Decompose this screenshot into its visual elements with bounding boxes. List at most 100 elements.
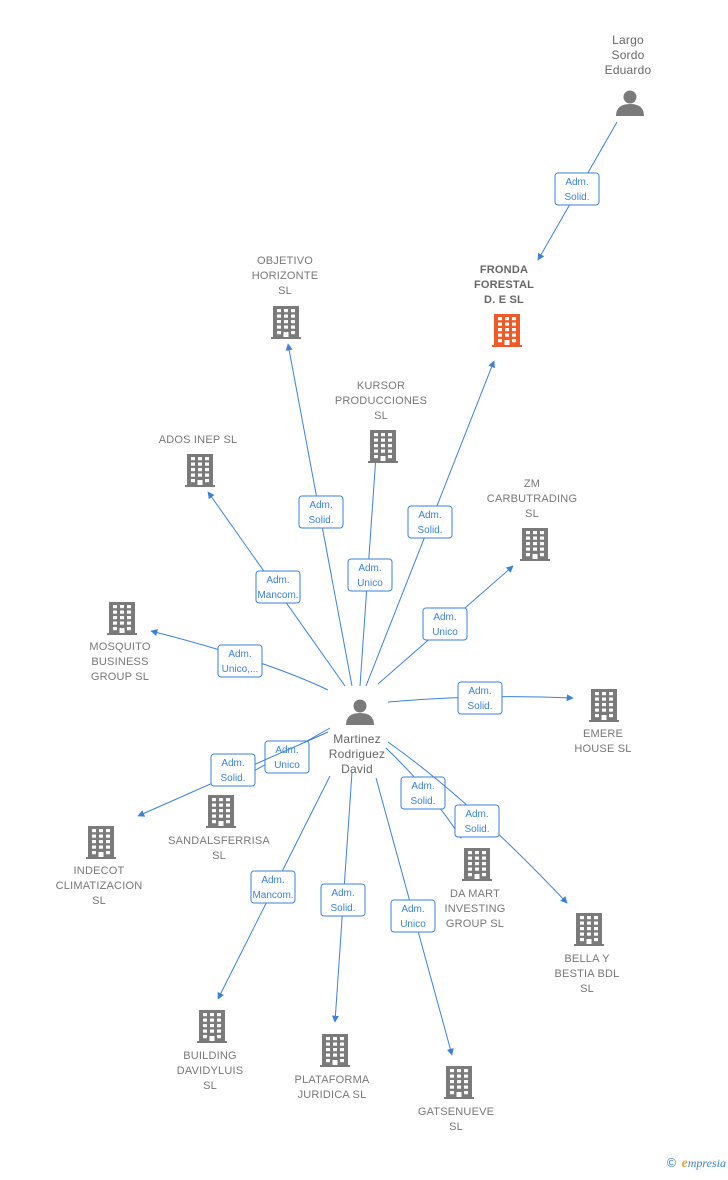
copyright-symbol: © [665,1156,678,1170]
role-label: Adm. [358,563,381,574]
node-label: Martinez [333,732,381,746]
building-icon [320,1034,350,1067]
role-label: Adm. [266,575,289,586]
building-icon [368,430,398,463]
node-fronda[interactable]: FRONDA FORESTAL D. E SL [474,264,534,347]
node-ados[interactable]: ADOS INEP SL [159,434,238,487]
role-box[interactable] [210,753,256,787]
node-label: OBJETIVO [257,255,313,267]
role-label: Adm. [261,875,284,886]
node-label: SL [580,983,594,995]
role-label: Solid. [220,773,245,784]
node-label: Eduardo [605,63,652,77]
role-box[interactable] [407,505,453,539]
node-label: HORIZONTE [252,270,319,282]
role-box[interactable] [454,804,500,838]
role-label: Solid. [330,903,355,914]
role-label: Mancom. [252,890,293,901]
role-label: Unico,... [222,664,259,675]
edge-martinez-to-fronda: Adm.Solid. [365,360,495,687]
role-label: Solid. [564,192,589,203]
building-icon [107,602,137,635]
role-box[interactable] [400,776,446,810]
building-icon [574,913,604,946]
node-label: FORESTAL [474,279,534,291]
edge-martinez-to-gatsenueve: Adm.Unico [375,777,454,1056]
edge-martinez-to-bella: Adm. Solid. [387,741,568,904]
role-label: Adm. [309,500,332,511]
role-box[interactable] [457,681,503,715]
node-label: PRODUCCIONES [335,395,427,407]
node-label: SL [92,895,106,907]
node-label: CLIMATIZACION [56,880,143,892]
role-label: Solid. [464,824,489,835]
edge-largo-to-fronda: Adm.Solid. [537,121,618,261]
role-label: Mancom. [257,590,298,601]
role-label: Adm. [411,781,434,792]
person-icon [616,90,644,116]
building-icon [206,795,236,828]
node-label: DA MART [450,888,500,900]
edge-martinez-to-indecot: Adm. Solid. [137,731,329,817]
role-label: Adm. [433,612,456,623]
building-icon [197,1010,227,1043]
role-label: Unico [432,627,458,638]
role-box[interactable] [264,740,310,774]
node-label: D. E SL [484,294,524,306]
edge-martinez-to-objetivo: Adm.Solid. [285,343,353,687]
node-label: SL [203,1080,217,1092]
building-icon [492,314,522,347]
node-label: FRONDA [480,264,528,276]
role-box[interactable] [217,644,263,678]
node-label: BUILDING [183,1050,237,1062]
edge-martinez-to-damart: Adm.Solid. [385,747,462,839]
role-label: Adm. [221,758,244,769]
edge-martinez-to-emere: Adm.Solid. [387,681,574,715]
building-icon [185,454,215,487]
role-label: Adm. [401,904,424,915]
node-label: INVESTING [444,903,505,915]
role-label: Adm. [228,649,251,660]
person-icon [346,699,374,725]
role-box[interactable] [320,883,366,917]
building-icon [520,528,550,561]
role-box[interactable] [390,899,436,933]
node-label: BUSINESS [91,656,148,668]
role-box[interactable] [422,607,468,641]
node-label: CARBUTRADING [487,493,577,505]
role-box[interactable] [250,870,296,904]
node-label: Rodriguez [329,747,386,761]
brand-name: mpresia [687,1156,726,1170]
role-label: Adm. [465,809,488,820]
node-label: GROUP SL [446,918,504,930]
node-damart[interactable]: DA MART INVESTING GROUP SL [444,848,505,930]
node-label: Sordo [611,48,644,62]
building-icon [462,848,492,881]
edge-martinez-to-mosquito: Adm. Unico,... [150,629,329,691]
node-label: GROUP SL [91,671,149,683]
role-box[interactable] [554,172,600,206]
role-box[interactable] [255,570,301,604]
node-label: JURIDICA SL [298,1089,367,1101]
role-box[interactable] [298,495,344,529]
edge-martinez-to-kursor: Adm.Unico [347,440,393,687]
building-icon [589,689,619,722]
node-label: GATSENUEVE [418,1106,494,1118]
role-label: Adm. [418,510,441,521]
role-box[interactable] [347,558,393,592]
edge-martinez-to-plataforma: Adm.Solid. [320,771,366,1023]
